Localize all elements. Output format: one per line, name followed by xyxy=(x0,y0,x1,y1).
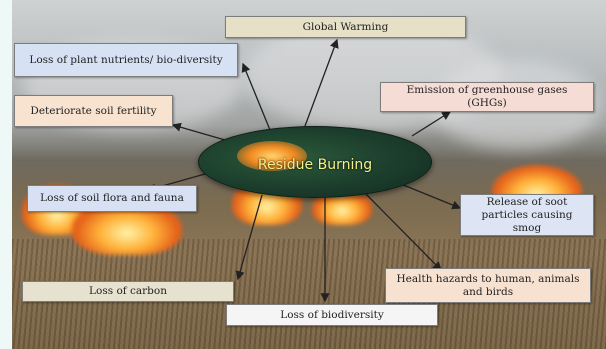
left-margin-strip xyxy=(0,0,12,349)
global-warming-text: Global Warming xyxy=(302,20,389,33)
box-deteriorate-soil: Deteriorate soil fertility xyxy=(14,95,173,127)
deteriorate-soil-text: Deteriorate soil fertility xyxy=(30,104,157,117)
arrow-global-warming xyxy=(304,38,339,127)
loss-plant-nutrients-text: Loss of plant nutrients/ bio-diversity xyxy=(29,53,223,66)
box-loss-plant-nutrients: Loss of plant nutrients/ bio-diversity xyxy=(14,43,238,77)
loss-carbon-text: Loss of carbon xyxy=(89,285,167,297)
box-emission-ghg: Emission of greenhouse gases (GHGs) xyxy=(380,82,594,112)
loss-biodiversity-text: Loss of biodiversity xyxy=(280,308,384,321)
arrow-plant-nutrients xyxy=(241,62,271,131)
box-loss-soil-flora: Loss of soil flora and fauna xyxy=(27,185,197,212)
box-loss-biodiversity: Loss of biodiversity xyxy=(226,304,438,326)
health-hazards-text: Health hazards to human, animals and bir… xyxy=(396,272,580,298)
arrow-ghg xyxy=(411,111,452,137)
arrow-health xyxy=(361,189,442,271)
fire-glow xyxy=(237,141,307,171)
residue-burning-label: Residue Burning xyxy=(257,157,373,173)
loss-soil-flora-text: Loss of soil flora and fauna xyxy=(40,192,184,204)
arrow-loss-carbon xyxy=(235,194,263,281)
arrow-soot xyxy=(395,181,462,210)
box-release-soot: Release of soot particles causing smog xyxy=(460,194,594,236)
box-health-hazards: Health hazards to human, animals and bir… xyxy=(385,268,591,303)
box-global-warming: Global Warming xyxy=(225,16,466,38)
emission-ghg-text: Emission of greenhouse gases (GHGs) xyxy=(406,84,568,109)
box-loss-carbon: Loss of carbon xyxy=(22,281,234,302)
release-soot-text: Release of soot particles causing smog xyxy=(481,195,573,234)
arrow-soil-fertility xyxy=(171,122,226,141)
residue-burning-node: Residue Burning xyxy=(198,126,432,198)
